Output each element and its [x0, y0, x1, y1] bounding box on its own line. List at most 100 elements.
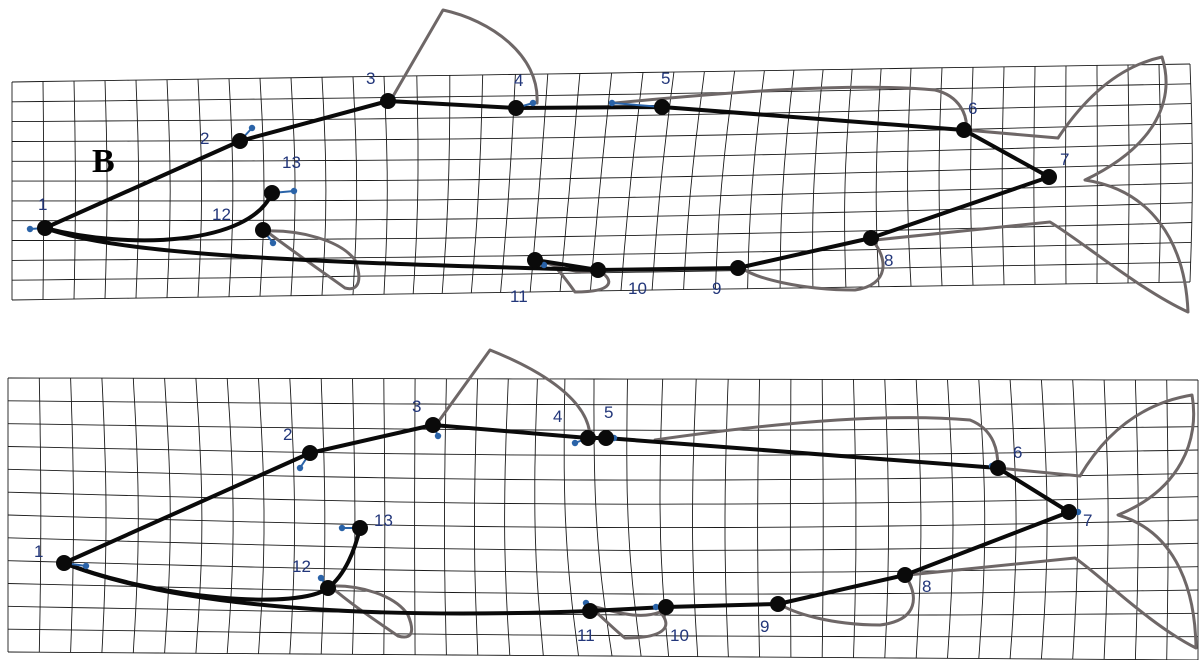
top-grid-vline — [441, 75, 451, 294]
top-landmark-dot-5 — [654, 99, 670, 115]
top-vector-head-4 — [529, 99, 537, 107]
bottom-grid-vline — [1103, 379, 1109, 660]
bottom-grid-hline — [7, 583, 1199, 595]
bottom-pelvic-fin — [586, 603, 668, 640]
top-landmark-label-1: 1 — [38, 195, 47, 214]
top-grid-hline — [11, 63, 1191, 83]
top-dorsal-wireframe — [43, 99, 1051, 272]
top-landmark-label-7: 7 — [1060, 150, 1069, 169]
bottom-grid-vline — [70, 378, 74, 653]
bottom-grid-vline — [195, 378, 203, 654]
bottom-landmark-dot-6 — [990, 460, 1006, 476]
top-grid-vline — [412, 75, 419, 294]
top-grid-vline — [228, 78, 234, 297]
top-grid-vline — [290, 77, 296, 296]
bottom-vector-head-3 — [434, 432, 442, 440]
bottom-pectoral-curve — [62, 526, 362, 602]
bottom-landmark-label-3: 3 — [412, 397, 421, 416]
top-grid-hline — [11, 83, 1191, 103]
top-grid-vline — [683, 71, 705, 290]
bottom-grid-vline — [853, 379, 857, 658]
bottom-vector-head-13 — [338, 524, 346, 532]
bottom-grid-vline — [915, 379, 922, 659]
top-grid-vline — [259, 78, 265, 297]
bottom-landmark-dot-3 — [425, 417, 441, 433]
top-grid-vline — [938, 67, 943, 286]
top-landmark-label-13: 13 — [282, 153, 301, 172]
top-ventral-curve — [43, 226, 600, 272]
bottom-grid-vline — [320, 378, 326, 655]
bottom-grid-vline — [258, 378, 265, 654]
top-landmark-dot-4 — [508, 100, 524, 116]
top-landmark-label-5: 5 — [661, 69, 670, 88]
bottom-grid-vline — [884, 379, 889, 658]
top-grid-vline — [166, 79, 171, 298]
bottom-grid-vline — [1072, 379, 1079, 660]
top-landmark-label-4: 4 — [514, 71, 523, 90]
top-landmark-label-3: 3 — [366, 69, 375, 88]
bottom-grid-hline — [7, 446, 1199, 456]
top-grid-vline — [559, 73, 581, 292]
top-grid-vline — [1127, 64, 1130, 283]
top-grid-vline — [714, 71, 736, 290]
bottom-landmark-dot-5 — [598, 430, 614, 446]
top-grid-vline — [135, 80, 140, 299]
bottom-grid-hline — [7, 605, 1199, 616]
bottom-grid-hline — [7, 468, 1199, 481]
top-grid-vline — [907, 68, 912, 287]
top-caudal-fin — [873, 55, 1190, 314]
top-grid-hline — [12, 142, 1193, 162]
bottom-landmark-label-11: 11 — [577, 626, 595, 645]
top-landmark-dot-6 — [956, 122, 972, 138]
top-landmark-dot-8 — [863, 230, 879, 246]
top-vector-5 — [611, 102, 663, 108]
bottom-landmark-label-7: 7 — [1083, 511, 1092, 530]
top-landmark-label-8: 8 — [884, 251, 893, 270]
bottom-landmark-dot-9 — [770, 596, 786, 612]
bottom-grid-hline — [7, 377, 1199, 381]
top-grid-hline — [11, 281, 1191, 301]
top-landmark-dots — [37, 93, 1057, 278]
top-grid-vline — [1033, 66, 1036, 285]
top-wireframe — [43, 99, 1051, 272]
top-vector-head-5 — [608, 99, 616, 107]
bottom-grid-vline — [1166, 379, 1169, 660]
bottom-grid-hline — [7, 400, 1199, 406]
bottom-landmark-label-9: 9 — [760, 617, 769, 636]
top-pectoral-curve — [43, 191, 274, 243]
bottom-landmark-label-13: 13 — [374, 511, 393, 530]
top-vector-head-13 — [290, 187, 298, 195]
top-grid-vline — [104, 80, 108, 299]
bottom-landmark-label-12: 12 — [292, 557, 311, 576]
bottom-grid-hline — [7, 560, 1199, 573]
top-landmark-dot-11 — [527, 252, 543, 268]
bottom-grid-vline — [132, 378, 139, 653]
bottom-vector-head-10 — [652, 603, 660, 611]
top-dorsal-body-line — [613, 85, 1060, 140]
top-grid-vline — [970, 67, 974, 286]
bottom-landmark-dot-4 — [580, 430, 596, 446]
bottom-landmark-dot-1 — [56, 555, 72, 571]
bottom-landmark-label-2: 2 — [283, 425, 292, 444]
bottom-landmark-dot-8 — [897, 567, 913, 583]
bottom-grid-hline — [7, 628, 1198, 638]
top-grid-vline — [812, 69, 824, 288]
bottom-grid-hline — [7, 514, 1199, 529]
bottom-grid-vline — [289, 378, 296, 654]
bottom-caudal-fin — [906, 393, 1198, 650]
bottom-grid-vline — [1134, 379, 1139, 660]
top-dorsal-fin — [390, 8, 539, 105]
bottom-landmark-dot-11 — [582, 603, 598, 619]
top-grid-hline — [11, 241, 1192, 261]
top-grid-vline — [197, 79, 202, 298]
top-grid-vline — [383, 76, 388, 295]
top-grid-hline — [12, 162, 1193, 182]
top-landmark-label-9: 9 — [712, 279, 721, 298]
bottom-grid-vline — [1009, 379, 1017, 659]
bottom-grid-vline — [38, 378, 42, 653]
top-grid-vline — [1001, 66, 1005, 285]
